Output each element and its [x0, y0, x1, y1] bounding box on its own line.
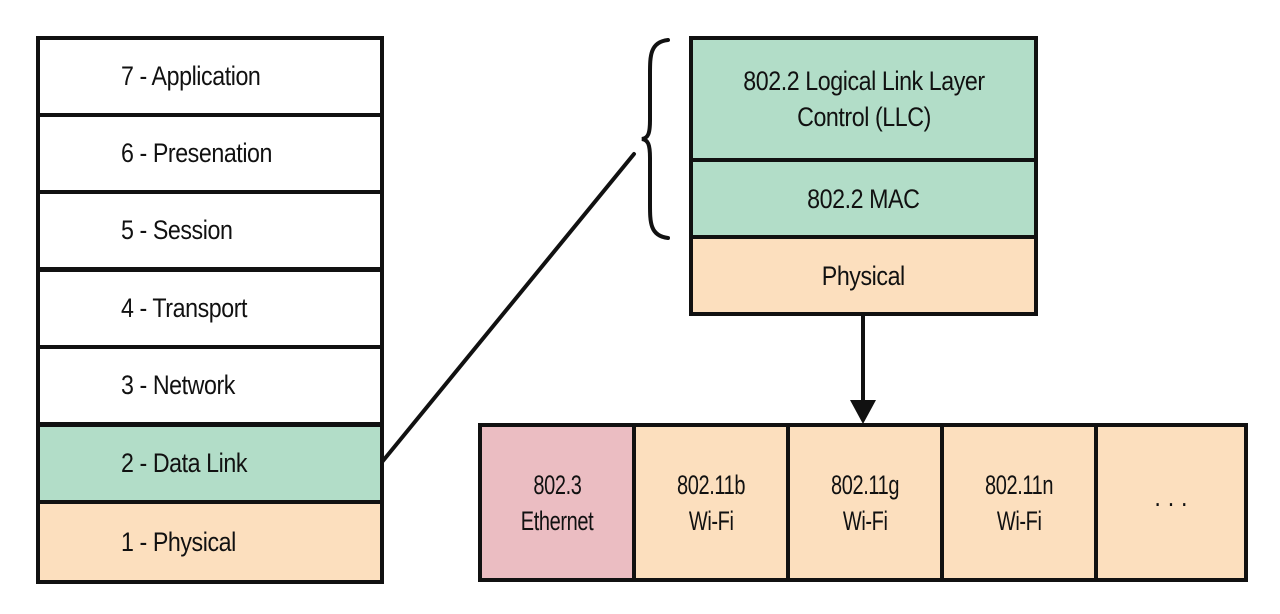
layer-label: 1 - Physical — [121, 526, 236, 557]
layer-label: 4 - Transport — [121, 293, 248, 323]
variant-line2: Wi-Fi — [996, 505, 1042, 536]
data-link-detail-stack: 802.2 Logical Link Layer Control (LLC) 8… — [689, 36, 1038, 316]
variant-line1: 802.11n — [984, 469, 1054, 500]
layer-label: 3 - Network — [121, 370, 235, 400]
variant-line1: 802.3 — [532, 469, 582, 500]
variant-line1: 802.11g — [830, 469, 900, 500]
zoom-connector-line — [380, 152, 636, 464]
osi-layer-transport: 4 - Transport — [36, 268, 384, 349]
llc-sublayer: 802.2 Logical Link Layer Control (LLC) — [689, 36, 1038, 162]
ellipsis-label: · · · — [1154, 487, 1188, 518]
variant-line2: Ethernet — [520, 505, 594, 536]
mac-sublayer: 802.2 MAC — [689, 158, 1038, 239]
osi-layer-physical: 1 - Physical — [36, 500, 384, 584]
layer-label: 2 - Data Link — [121, 448, 248, 478]
osi-model-stack: 7 - Application 6 - Presenation 5 - Sess… — [36, 36, 384, 584]
physical-label: Physical — [821, 260, 906, 291]
osi-layer-presentation: 6 - Presenation — [36, 113, 384, 194]
variant-line1: 802.11b — [676, 469, 746, 500]
llc-label: 802.2 Logical Link Layer Control (LLC) — [742, 66, 985, 132]
osi-layer-session: 5 - Session — [36, 190, 384, 271]
osi-layer-network: 3 - Network — [36, 345, 384, 426]
layer-label: 6 - Presenation — [121, 138, 273, 168]
curly-brace-icon — [641, 38, 670, 240]
osi-layer-data-link: 2 - Data Link — [36, 423, 384, 504]
physical-sublayer: Physical — [689, 235, 1038, 316]
mac-label: 802.2 MAC — [807, 183, 920, 214]
variant-more-ellipsis: · · · — [1094, 423, 1248, 582]
arrow-down-icon — [850, 400, 876, 424]
variant-line2: Wi-Fi — [842, 505, 888, 536]
layer-label: 5 - Session — [121, 215, 233, 245]
osi-layer-application: 7 - Application — [36, 36, 384, 117]
variant-line2: Wi-Fi — [688, 505, 734, 536]
layer-label: 7 - Application — [121, 61, 261, 91]
